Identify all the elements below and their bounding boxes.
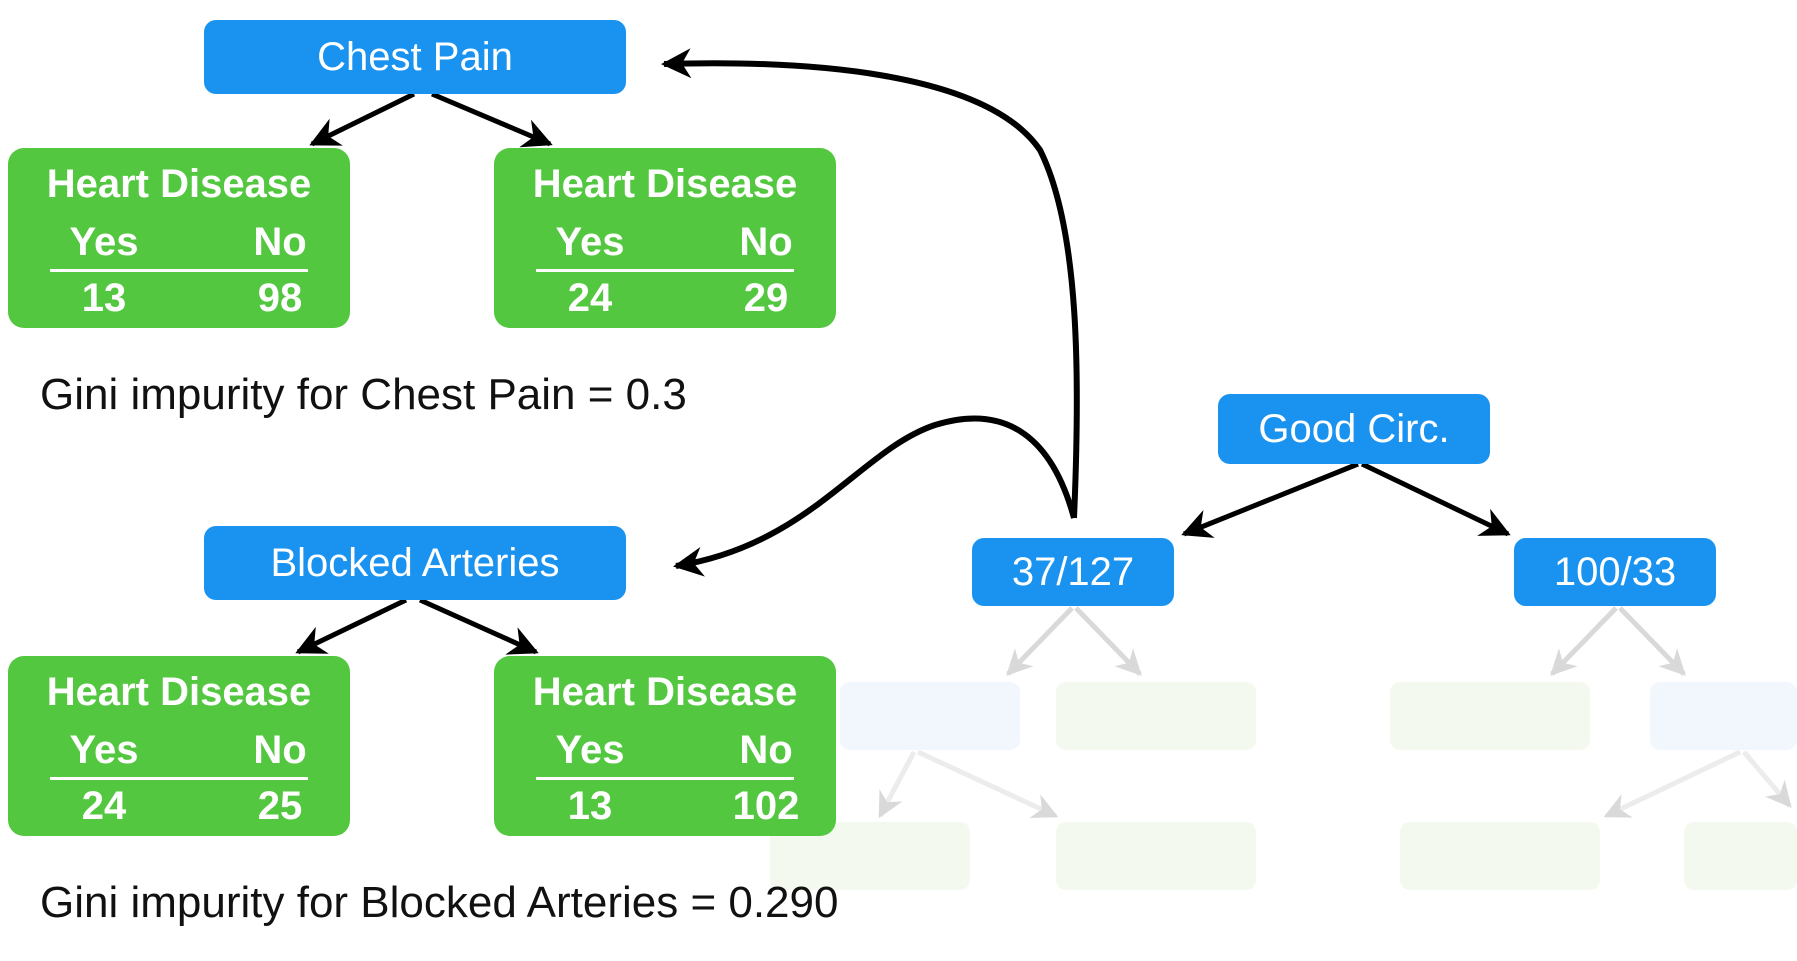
arrow-blocked-right: [418, 597, 539, 655]
faded-arrow-2: [1074, 606, 1142, 676]
node-good-circ-label: Good Circ.: [1258, 406, 1450, 451]
faded-arrow-7: [1603, 749, 1742, 819]
faded-node-2: [1056, 682, 1256, 750]
leaf-yes-value: 24: [81, 784, 127, 828]
leaf-divider: [536, 777, 794, 780]
gini-chest-pain-text: Gini impurity for Chest Pain = 0.3: [40, 370, 687, 419]
leaf-blocked-right: Heart Disease Yes No 13 102: [494, 656, 836, 836]
leaf-title: Heart Disease: [532, 670, 798, 714]
curved-arrow-to-chest-pain: [661, 48, 1080, 519]
leaf-divider: [50, 269, 308, 272]
gini-blocked-arteries-text: Gini impurity for Blocked Arteries = 0.2…: [40, 878, 839, 927]
node-good-circ-right-label: 100/33: [1553, 549, 1677, 594]
leaf-divider: [50, 777, 308, 780]
leaf-chest-pain-left: Heart Disease Yes No 13 98: [8, 148, 350, 328]
node-good-circ-right: 100/33: [1514, 538, 1716, 606]
leaf-yes-label: Yes: [555, 728, 625, 772]
leaf-title: Heart Disease: [46, 162, 312, 206]
leaf-no-value: 102: [732, 784, 800, 828]
arrow-good-circ-right: [1360, 461, 1511, 537]
leaf-yes-value: 13: [567, 784, 613, 828]
leaf-no-value: 29: [743, 276, 789, 320]
arrow-chest-pain-right: [431, 91, 553, 148]
faded-node-1: [840, 682, 1020, 750]
faded-node-3: [1390, 682, 1590, 750]
faded-node-7: [1400, 822, 1600, 890]
leaf-blocked-left: Heart Disease Yes No 24 25: [8, 656, 350, 836]
leaf-no-label: No: [253, 728, 307, 772]
leaf-title: Heart Disease: [532, 162, 798, 206]
leaf-no-label: No: [739, 728, 793, 772]
faded-arrow-4: [1618, 606, 1686, 676]
faded-node-8: [1684, 822, 1797, 890]
leaf-yes-value: 24: [567, 276, 613, 320]
leaf-no-value: 98: [257, 276, 303, 320]
node-chest-pain: Chest Pain: [204, 20, 626, 94]
node-chest-pain-label: Chest Pain: [317, 34, 513, 79]
faded-arrow-1: [1006, 606, 1074, 676]
leaf-no-label: No: [253, 220, 307, 264]
arrow-good-circ-left: [1181, 461, 1359, 538]
faded-arrow-3: [1550, 606, 1618, 676]
faded-arrow-5: [877, 750, 917, 819]
leaf-chest-pain-right: Heart Disease Yes No 24 29: [494, 148, 836, 328]
leaf-divider: [536, 269, 794, 272]
faded-arrow-6: [916, 749, 1059, 819]
leaf-no-label: No: [739, 220, 793, 264]
node-blocked-arteries-label: Blocked Arteries: [270, 540, 560, 585]
leaf-yes-label: Yes: [69, 220, 139, 264]
leaf-yes-label: Yes: [69, 728, 139, 772]
leaf-title: Heart Disease: [46, 670, 312, 714]
node-good-circ-left-label: 37/127: [1011, 549, 1135, 594]
curved-arrow-to-blocked-arteries: [673, 415, 1077, 577]
leaf-no-value: 25: [257, 784, 303, 828]
leaf-yes-value: 13: [81, 276, 127, 320]
node-good-circ: Good Circ.: [1218, 394, 1490, 464]
node-good-circ-left: 37/127: [972, 538, 1174, 606]
faded-node-6: [1056, 822, 1256, 890]
arrow-blocked-left: [295, 597, 408, 655]
faded-arrow-8: [1742, 750, 1792, 808]
faded-node-4: [1650, 682, 1797, 750]
leaf-yes-label: Yes: [555, 220, 625, 264]
node-blocked-arteries: Blocked Arteries: [204, 526, 626, 600]
arrow-chest-pain-left: [309, 91, 416, 147]
